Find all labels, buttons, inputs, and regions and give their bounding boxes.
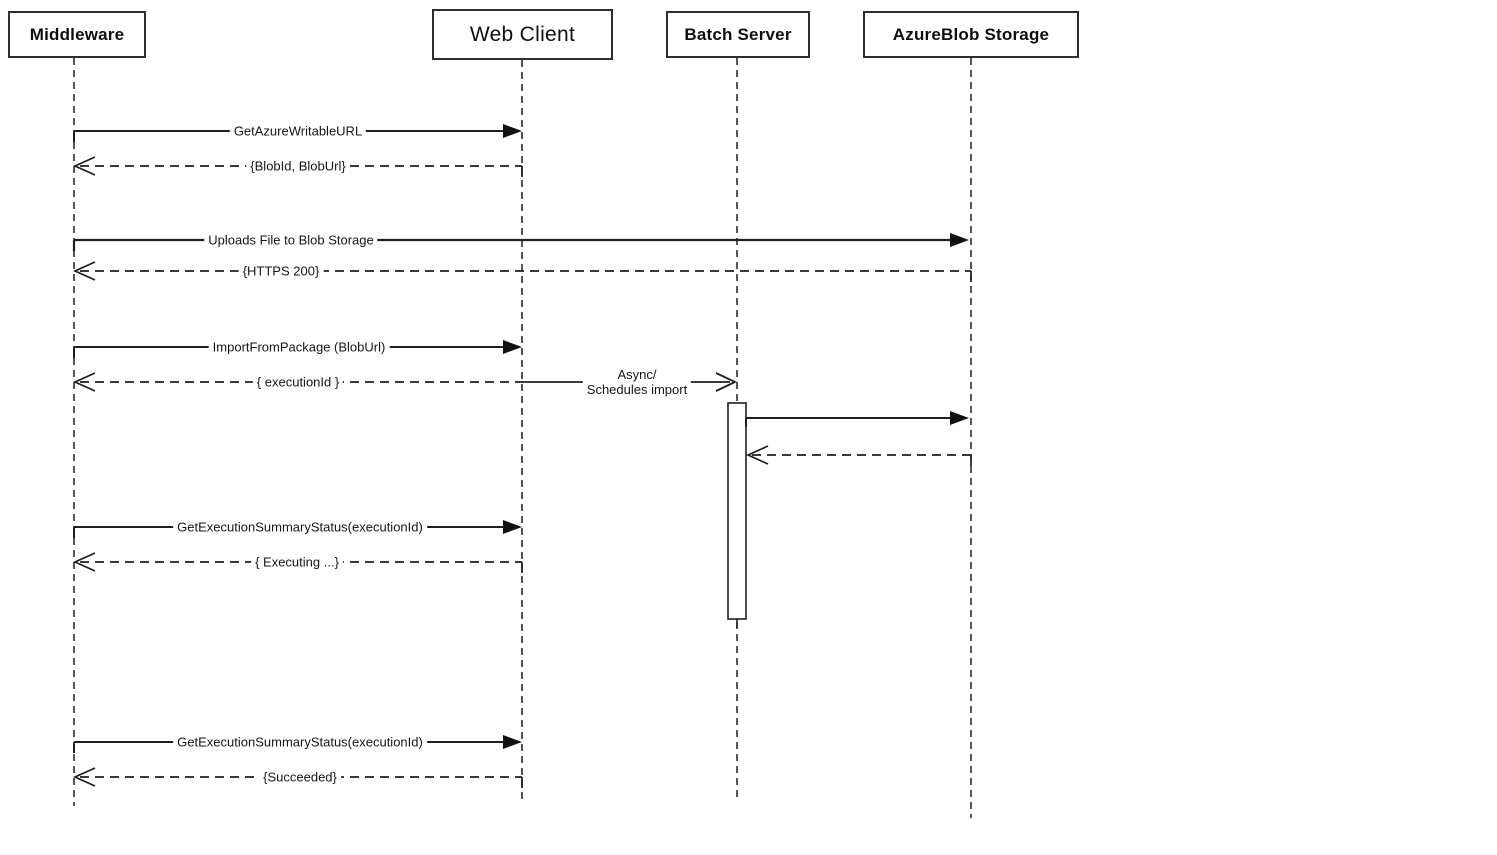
actor-box-web-client: Web Client <box>432 9 613 60</box>
message-label-getexecutionsummarystatus-1: GetExecutionSummaryStatus(executionId) <box>173 519 427 535</box>
message-label-async-line2: Schedules import <box>586 382 688 397</box>
actor-box-middleware: Middleware <box>8 11 146 58</box>
message-label-uploads-file: Uploads File to Blob Storage <box>204 232 378 248</box>
message-label-blobid-bloburl: {BlobId, BlobUrl} <box>246 158 350 174</box>
message-blobid-bloburl-return-arrow <box>72 156 523 177</box>
message-label-async-line1: Async/ <box>617 367 657 382</box>
message-label-executionid: { executionId } <box>252 374 344 390</box>
message-label-importfrompackage: ImportFromPackage (BlobUrl) <box>208 339 390 355</box>
message-batch-to-azureblob-arrow <box>745 411 969 427</box>
message-label-async-schedules-import: Async/ Schedules import <box>582 367 692 397</box>
message-label-getexecutionsummarystatus-2: GetExecutionSummaryStatus(executionId) <box>173 734 427 750</box>
activation-bar-batch-server <box>727 402 747 628</box>
message-succeeded-return-arrow <box>72 767 523 788</box>
message-label-getazurewritableurl: GetAzureWritableURL <box>229 123 367 139</box>
actor-label-azureblob-storage: AzureBlob Storage <box>892 24 1050 44</box>
message-label-succeeded: {Succeeded} <box>259 769 341 785</box>
message-executionid-return-arrow <box>72 372 522 392</box>
actor-box-batch-server: Batch Server <box>666 11 810 58</box>
message-executing-return-arrow <box>72 552 523 573</box>
message-label-https200: {HTTPS 200} <box>238 263 324 279</box>
actor-label-web-client: Web Client <box>469 22 576 46</box>
message-azureblob-to-batch-return-arrow <box>745 445 972 466</box>
actor-label-batch-server: Batch Server <box>684 24 792 44</box>
actor-label-middleware: Middleware <box>29 24 125 44</box>
message-https200-return-arrow <box>72 261 972 282</box>
actor-box-azureblob-storage: AzureBlob Storage <box>863 11 1079 58</box>
message-label-executing: { Executing ...} <box>251 554 343 570</box>
